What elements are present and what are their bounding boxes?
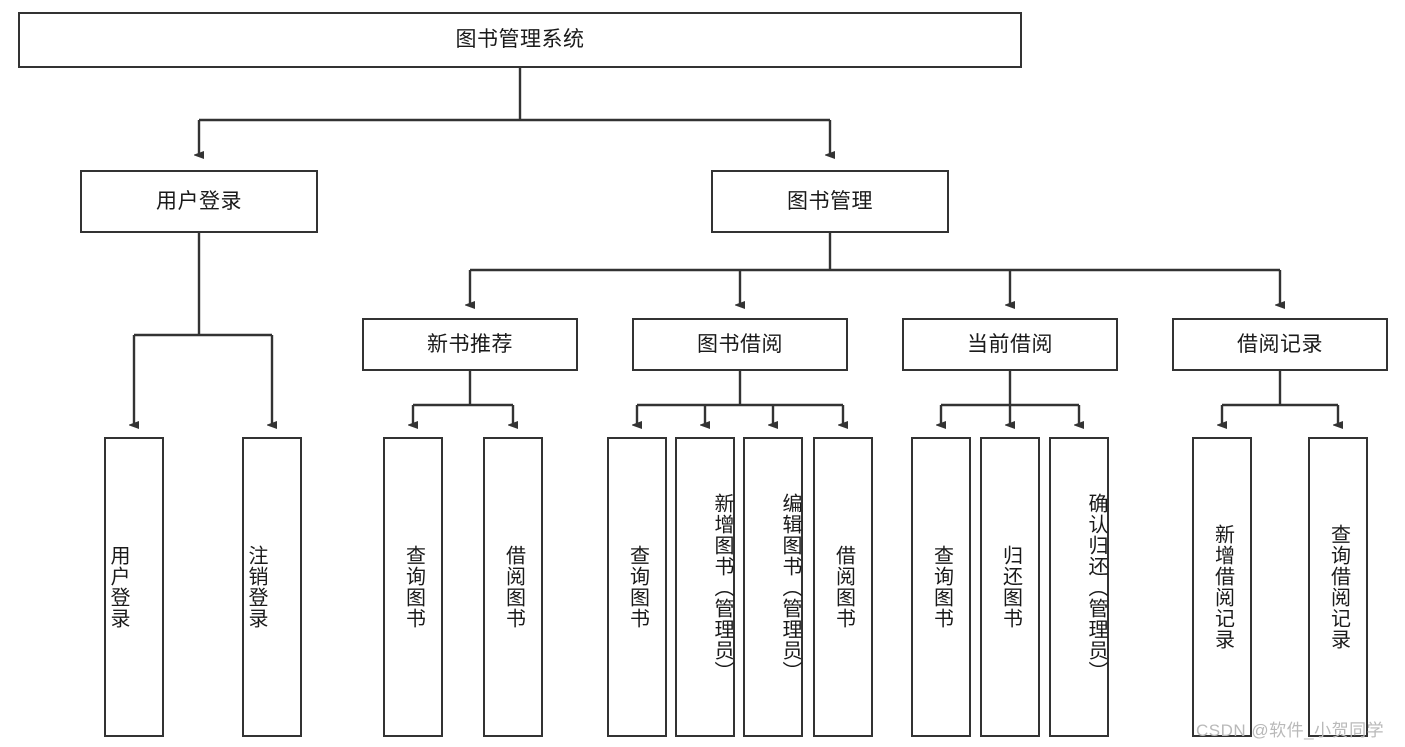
node-borrow-record-label: 借阅记录 bbox=[1237, 332, 1323, 356]
node-leaf-query-book-1[interactable]: 查询图书 bbox=[383, 437, 443, 737]
node-leaf-edit-book-label: 编辑图书（管理员） bbox=[779, 492, 801, 682]
node-leaf-query-book-3[interactable]: 查询图书 bbox=[911, 437, 971, 737]
node-user-login[interactable]: 用户登录 bbox=[80, 170, 318, 233]
node-leaf-query-record-label: 查询借阅记录 bbox=[1327, 524, 1350, 650]
node-user-login-label: 用户登录 bbox=[156, 189, 242, 213]
node-leaf-query-book-2[interactable]: 查询图书 bbox=[607, 437, 667, 737]
node-book-manage-label: 图书管理 bbox=[787, 189, 873, 213]
node-current-borrow-label: 当前借阅 bbox=[967, 332, 1053, 356]
node-root[interactable]: 图书管理系统 bbox=[18, 12, 1022, 68]
node-leaf-edit-book[interactable]: 编辑图书（管理员） bbox=[743, 437, 803, 737]
node-leaf-add-book-label: 新增图书（管理员） bbox=[711, 492, 733, 682]
node-leaf-borrow-book-1[interactable]: 借阅图书 bbox=[483, 437, 543, 737]
node-new-book-recommend[interactable]: 新书推荐 bbox=[362, 318, 578, 371]
node-leaf-query-book-3-label: 查询图书 bbox=[930, 545, 953, 629]
node-leaf-user-login-label: 用户登录 bbox=[107, 545, 129, 629]
node-current-borrow[interactable]: 当前借阅 bbox=[902, 318, 1118, 371]
node-root-label: 图书管理系统 bbox=[455, 28, 585, 52]
node-new-book-recommend-label: 新书推荐 bbox=[427, 332, 513, 356]
node-leaf-query-record[interactable]: 查询借阅记录 bbox=[1308, 437, 1368, 737]
node-leaf-add-record-label: 新增借阅记录 bbox=[1211, 524, 1234, 650]
node-leaf-logout[interactable]: 注销登录 bbox=[242, 437, 302, 737]
node-leaf-borrow-book-1-label: 借阅图书 bbox=[502, 545, 525, 629]
node-leaf-user-login[interactable]: 用户登录 bbox=[104, 437, 164, 737]
node-leaf-query-book-2-label: 查询图书 bbox=[626, 545, 649, 629]
node-leaf-borrow-book-2-label: 借阅图书 bbox=[832, 545, 855, 629]
node-leaf-borrow-book-2[interactable]: 借阅图书 bbox=[813, 437, 873, 737]
node-leaf-return-book[interactable]: 归还图书 bbox=[980, 437, 1040, 737]
node-leaf-confirm-return[interactable]: 确认归还（管理员） bbox=[1049, 437, 1109, 737]
node-leaf-add-book[interactable]: 新增图书（管理员） bbox=[675, 437, 735, 737]
node-leaf-confirm-return-label: 确认归还（管理员） bbox=[1085, 492, 1107, 682]
node-book-borrow-label: 图书借阅 bbox=[697, 332, 783, 356]
node-borrow-record[interactable]: 借阅记录 bbox=[1172, 318, 1388, 371]
node-book-manage[interactable]: 图书管理 bbox=[711, 170, 949, 233]
node-leaf-logout-label: 注销登录 bbox=[245, 545, 267, 629]
csdn-watermark: CSDN @软件_小贺同学 bbox=[1196, 721, 1385, 740]
node-leaf-add-record[interactable]: 新增借阅记录 bbox=[1192, 437, 1252, 737]
node-leaf-query-book-1-label: 查询图书 bbox=[402, 545, 425, 629]
node-book-borrow[interactable]: 图书借阅 bbox=[632, 318, 848, 371]
node-leaf-return-book-label: 归还图书 bbox=[999, 545, 1022, 629]
